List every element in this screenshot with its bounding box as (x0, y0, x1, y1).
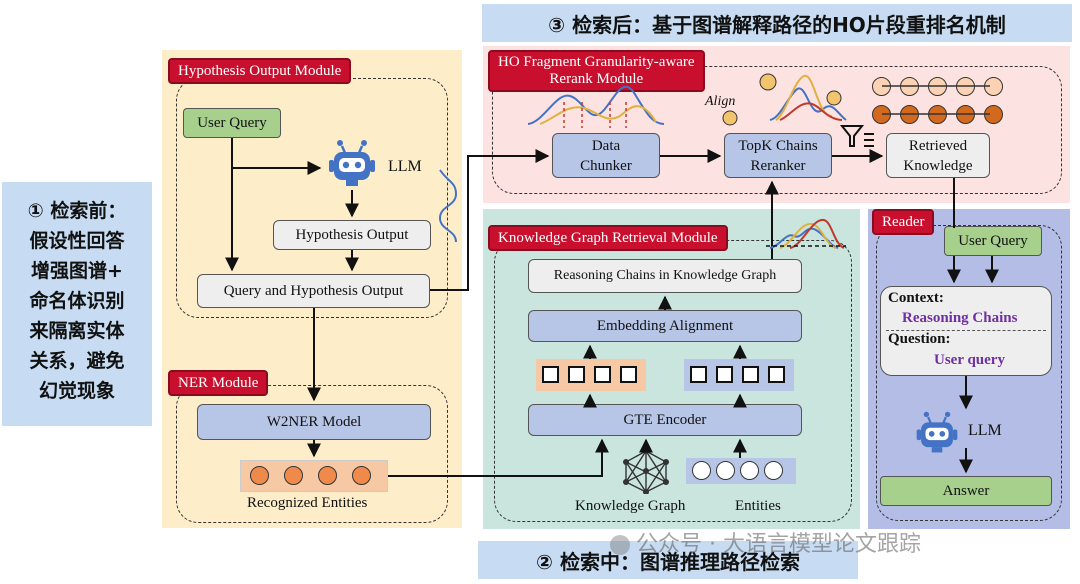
knowledge-graph-label: Knowledge Graph (575, 498, 686, 514)
user-avatar-icon (722, 73, 842, 126)
reasoning-chains-box: Reasoning Chains in Knowledge Graph (528, 259, 802, 293)
pre-retrieval-note: ① 检索前： 假设性回答 增强图谱+ 命名体识别 来隔离实体 关系，避免 幻觉现… (2, 182, 152, 426)
graph-embedding-cell (542, 366, 559, 383)
note-line: 关系，避免 (29, 350, 125, 372)
graph-embedding-cell (594, 366, 611, 383)
robot-icon (326, 138, 378, 190)
data-chunker-box: Data Chunker (552, 133, 660, 178)
entity-node (352, 466, 371, 485)
context-value: Reasoning Chains (902, 310, 1018, 326)
input-entity-node (764, 461, 783, 480)
kg-wave-icon (769, 227, 839, 249)
reader-robot-icon (914, 410, 960, 456)
input-entity-node (716, 461, 735, 480)
input-entity-node (740, 461, 759, 480)
graph-embedding-cell (568, 366, 585, 383)
note-line: 假设性回答 (29, 230, 125, 252)
retrieved-knowledge-box: Retrieved Knowledge (886, 133, 990, 178)
watermark: 公众号 · 大语言模型论文跟踪 (610, 526, 921, 558)
wave-signal-icon (438, 169, 458, 243)
entity-embedding-cell (716, 366, 733, 383)
reranker-wave-icon (769, 87, 847, 121)
align-label: Align (705, 94, 736, 109)
question-label: Question: (888, 331, 951, 347)
hypothesis-module-tag: Hypothesis Output Module (168, 58, 352, 84)
input-entity-node (692, 461, 711, 480)
entity-embedding-cell (768, 366, 785, 383)
query-hypothesis-box: Query and Hypothesis Output (197, 274, 430, 308)
note-line: 增强图谱+ (31, 260, 123, 282)
prompt-box (880, 286, 1052, 376)
wechat-icon (610, 535, 630, 555)
recognized-entities-label: Recognized Entities (247, 495, 368, 511)
query-to-llm-arrow (231, 138, 322, 175)
ranked-chains-icon (882, 85, 990, 115)
entities-to-encoder-arrow (388, 438, 609, 477)
reader-llm-label: LLM (968, 422, 1002, 439)
topk-reranker-box: TopK Chains Reranker (724, 133, 832, 178)
question-value: User query (934, 352, 1005, 368)
combined-to-chunker-arrow (430, 149, 550, 291)
kg-module-tag: Knowledge Graph Retrieval Module (488, 225, 728, 251)
reader-user-query: User Query (944, 226, 1042, 256)
hypothesis-llm-label: LLM (388, 158, 422, 175)
filter-icon (839, 125, 874, 147)
embedding-alignment-box: Embedding Alignment (528, 310, 802, 342)
entities-label: Entities (735, 498, 781, 514)
reader-module-border (876, 225, 1062, 521)
w2ner-model-box: W2NER Model (197, 404, 431, 440)
entity-embedding-cell (742, 366, 759, 383)
entity-node (250, 466, 269, 485)
ner-module-border (176, 385, 448, 523)
ner-module-tag: NER Module (168, 370, 269, 396)
entity-embedding-cell (690, 366, 707, 383)
reader-module-tag: Reader (872, 209, 935, 235)
context-label: Context: (888, 290, 944, 306)
chunker-wave-icon (527, 85, 665, 125)
in-retrieval-heading: ② 检索中：图谱推理路径检索 (478, 541, 858, 579)
note-line: ① 检索前： (27, 200, 127, 222)
post-retrieval-heading: ③ 检索后：基于图谱解释路径的HO片段重排名机制 (482, 4, 1072, 42)
hypothesis-output-box: Hypothesis Output (273, 220, 431, 250)
gte-encoder-box: GTE Encoder (528, 404, 802, 436)
hypothesis-user-query: User Query (183, 108, 281, 138)
note-line: 幻觉现象 (38, 380, 115, 402)
note-line: 命名体识别 (29, 290, 125, 312)
note-line: 来隔离实体 (29, 320, 125, 342)
graph-embedding-cell (620, 366, 637, 383)
rerank-module-tag: HO Fragment Granularity-aware Rerank Mod… (488, 50, 705, 92)
entity-node (284, 466, 303, 485)
answer-box: Answer (880, 476, 1052, 506)
entity-node (318, 466, 337, 485)
prompt-divider (886, 330, 1046, 331)
